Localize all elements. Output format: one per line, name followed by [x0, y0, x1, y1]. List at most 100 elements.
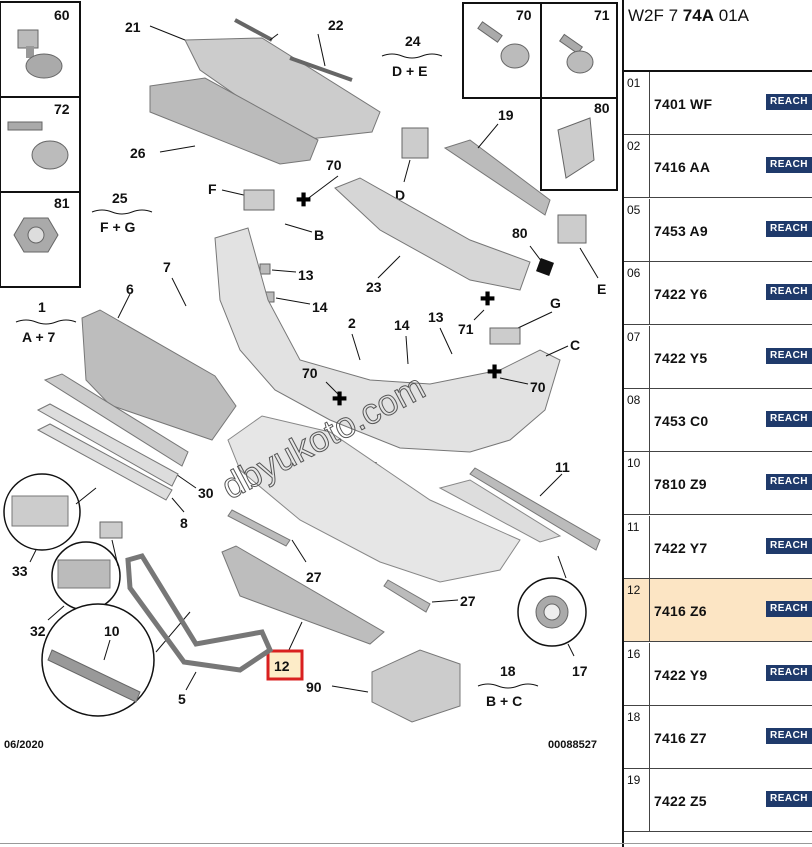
reach-badge[interactable]: REACH [766, 728, 812, 744]
grille-6[interactable]: 6 [81, 281, 237, 441]
clip-13-lower[interactable]: 13 [428, 309, 453, 355]
svg-text:2: 2 [348, 315, 356, 331]
detail-circle-33[interactable]: 33 [3, 473, 97, 579]
svg-text:70: 70 [326, 157, 342, 173]
svg-text:✚: ✚ [296, 190, 311, 210]
svg-text:18: 18 [500, 663, 516, 679]
row-index: 01 [624, 72, 650, 134]
svg-text:✚: ✚ [332, 389, 347, 409]
fastener-box-71[interactable]: 71 [540, 2, 618, 99]
row-index: 12 [624, 579, 650, 642]
row-index: 10 [624, 452, 650, 515]
trim-strip-8[interactable]: 8 [36, 403, 188, 531]
row-reference: 7416 Z6 [654, 603, 707, 620]
row-index: 06 [624, 262, 650, 325]
support-beam-26[interactable]: 26 [130, 77, 319, 165]
clip-7[interactable]: 7 [163, 259, 187, 307]
svg-text:27: 27 [460, 593, 476, 609]
reach-badge[interactable]: REACH [766, 220, 812, 237]
fastener-box-70[interactable]: 70 [462, 2, 542, 99]
svg-text:7: 7 [163, 259, 171, 275]
reach-badge[interactable]: REACH [766, 157, 812, 174]
parts-diagram: 60 72 81 70 71 80 21 [0, 1, 618, 751]
fastener-box-80[interactable]: 80 [540, 97, 618, 191]
lower-grille-12[interactable] [221, 545, 385, 653]
clip-2[interactable]: 2 [348, 315, 361, 361]
screw-70-left[interactable]: 70 ✚ [302, 365, 347, 409]
diagram-ref-code: 00088527 [548, 739, 597, 751]
svg-text:B + C: B + C [486, 693, 522, 709]
reach-badge[interactable]: REACH [766, 601, 812, 618]
upper-cross-member-21[interactable]: 21 22 [125, 17, 381, 141]
reach-badge[interactable]: REACH [766, 347, 812, 364]
row-reference: 7453 A9 [654, 222, 708, 239]
trim-strip-30[interactable]: 30 [43, 373, 214, 501]
fastener-box-81[interactable]: 81 [0, 191, 81, 288]
grille-surround-5[interactable]: 5 [125, 553, 274, 707]
kit-label-25: 25 F + G [91, 190, 153, 235]
strip-27-upper[interactable]: 27 [227, 509, 322, 585]
screw-70-top[interactable]: 70 ✚ [296, 157, 342, 210]
clip-13-upper[interactable]: 13 [259, 263, 314, 283]
svg-text:60: 60 [54, 7, 70, 23]
trim-11[interactable]: 11 [469, 459, 601, 551]
svg-text:13: 13 [428, 309, 444, 325]
clip-14-lower[interactable]: 14 [394, 317, 410, 365]
clip-C[interactable]: C [545, 337, 580, 357]
reach-badge[interactable]: REACH [766, 664, 812, 681]
detail-circle-32[interactable]: 32 [30, 521, 123, 639]
bracket-E[interactable]: E [557, 214, 606, 297]
clip-14-upper[interactable]: 14 [265, 291, 328, 315]
clip-B[interactable]: B [284, 223, 324, 243]
detail-circle-17[interactable]: 17 [517, 555, 588, 679]
row-reference: 7810 Z9 [654, 476, 707, 493]
detail-circle-10[interactable]: 10 [41, 603, 191, 717]
svg-text:33: 33 [12, 563, 28, 579]
row-reference: 7422 Z5 [654, 793, 707, 810]
guide-rail-19[interactable]: 19 [443, 107, 551, 216]
row-reference: 7401 WF [654, 96, 713, 112]
bottom-divider [0, 843, 812, 844]
clip-G[interactable]: G [489, 295, 561, 345]
reach-badge[interactable]: REACH [766, 791, 812, 808]
reach-badge[interactable]: REACH [766, 411, 812, 427]
impact-absorber-23[interactable]: 23 [334, 177, 531, 295]
kit-label-1: 1 A + 7 [15, 299, 77, 345]
fastener-box-60[interactable]: 60 [0, 1, 81, 98]
highlight-box-12[interactable]: 12 [266, 649, 304, 681]
reach-badge[interactable]: REACH [766, 94, 812, 110]
pad-80[interactable]: 80 [512, 225, 554, 276]
svg-text:21: 21 [125, 19, 141, 35]
diagram-date: 06/2020 [4, 739, 44, 751]
svg-text:17: 17 [572, 663, 588, 679]
clip-F[interactable]: F [208, 181, 275, 211]
reach-badge[interactable]: REACH [766, 474, 812, 491]
under-shield[interactable] [227, 415, 521, 583]
svg-text:70: 70 [530, 379, 546, 395]
title-prefix: W2F 7 [628, 6, 683, 25]
svg-text:71: 71 [458, 321, 474, 337]
screw-70-right[interactable]: ✚ 70 [487, 362, 546, 395]
svg-text:D: D [395, 187, 405, 203]
fastener-box-72[interactable]: 72 [0, 96, 81, 193]
svg-text:10: 10 [104, 623, 120, 639]
strip-27-lower[interactable]: 27 [383, 579, 476, 613]
reach-badge[interactable]: REACH [766, 284, 812, 301]
reach-badge[interactable]: REACH [766, 537, 812, 554]
screw-71[interactable]: ✚ 71 [458, 289, 495, 337]
row-index: 02 [624, 135, 650, 198]
clip-kit-90[interactable]: 90 [306, 649, 461, 723]
bracket-D[interactable]: D [395, 127, 429, 203]
